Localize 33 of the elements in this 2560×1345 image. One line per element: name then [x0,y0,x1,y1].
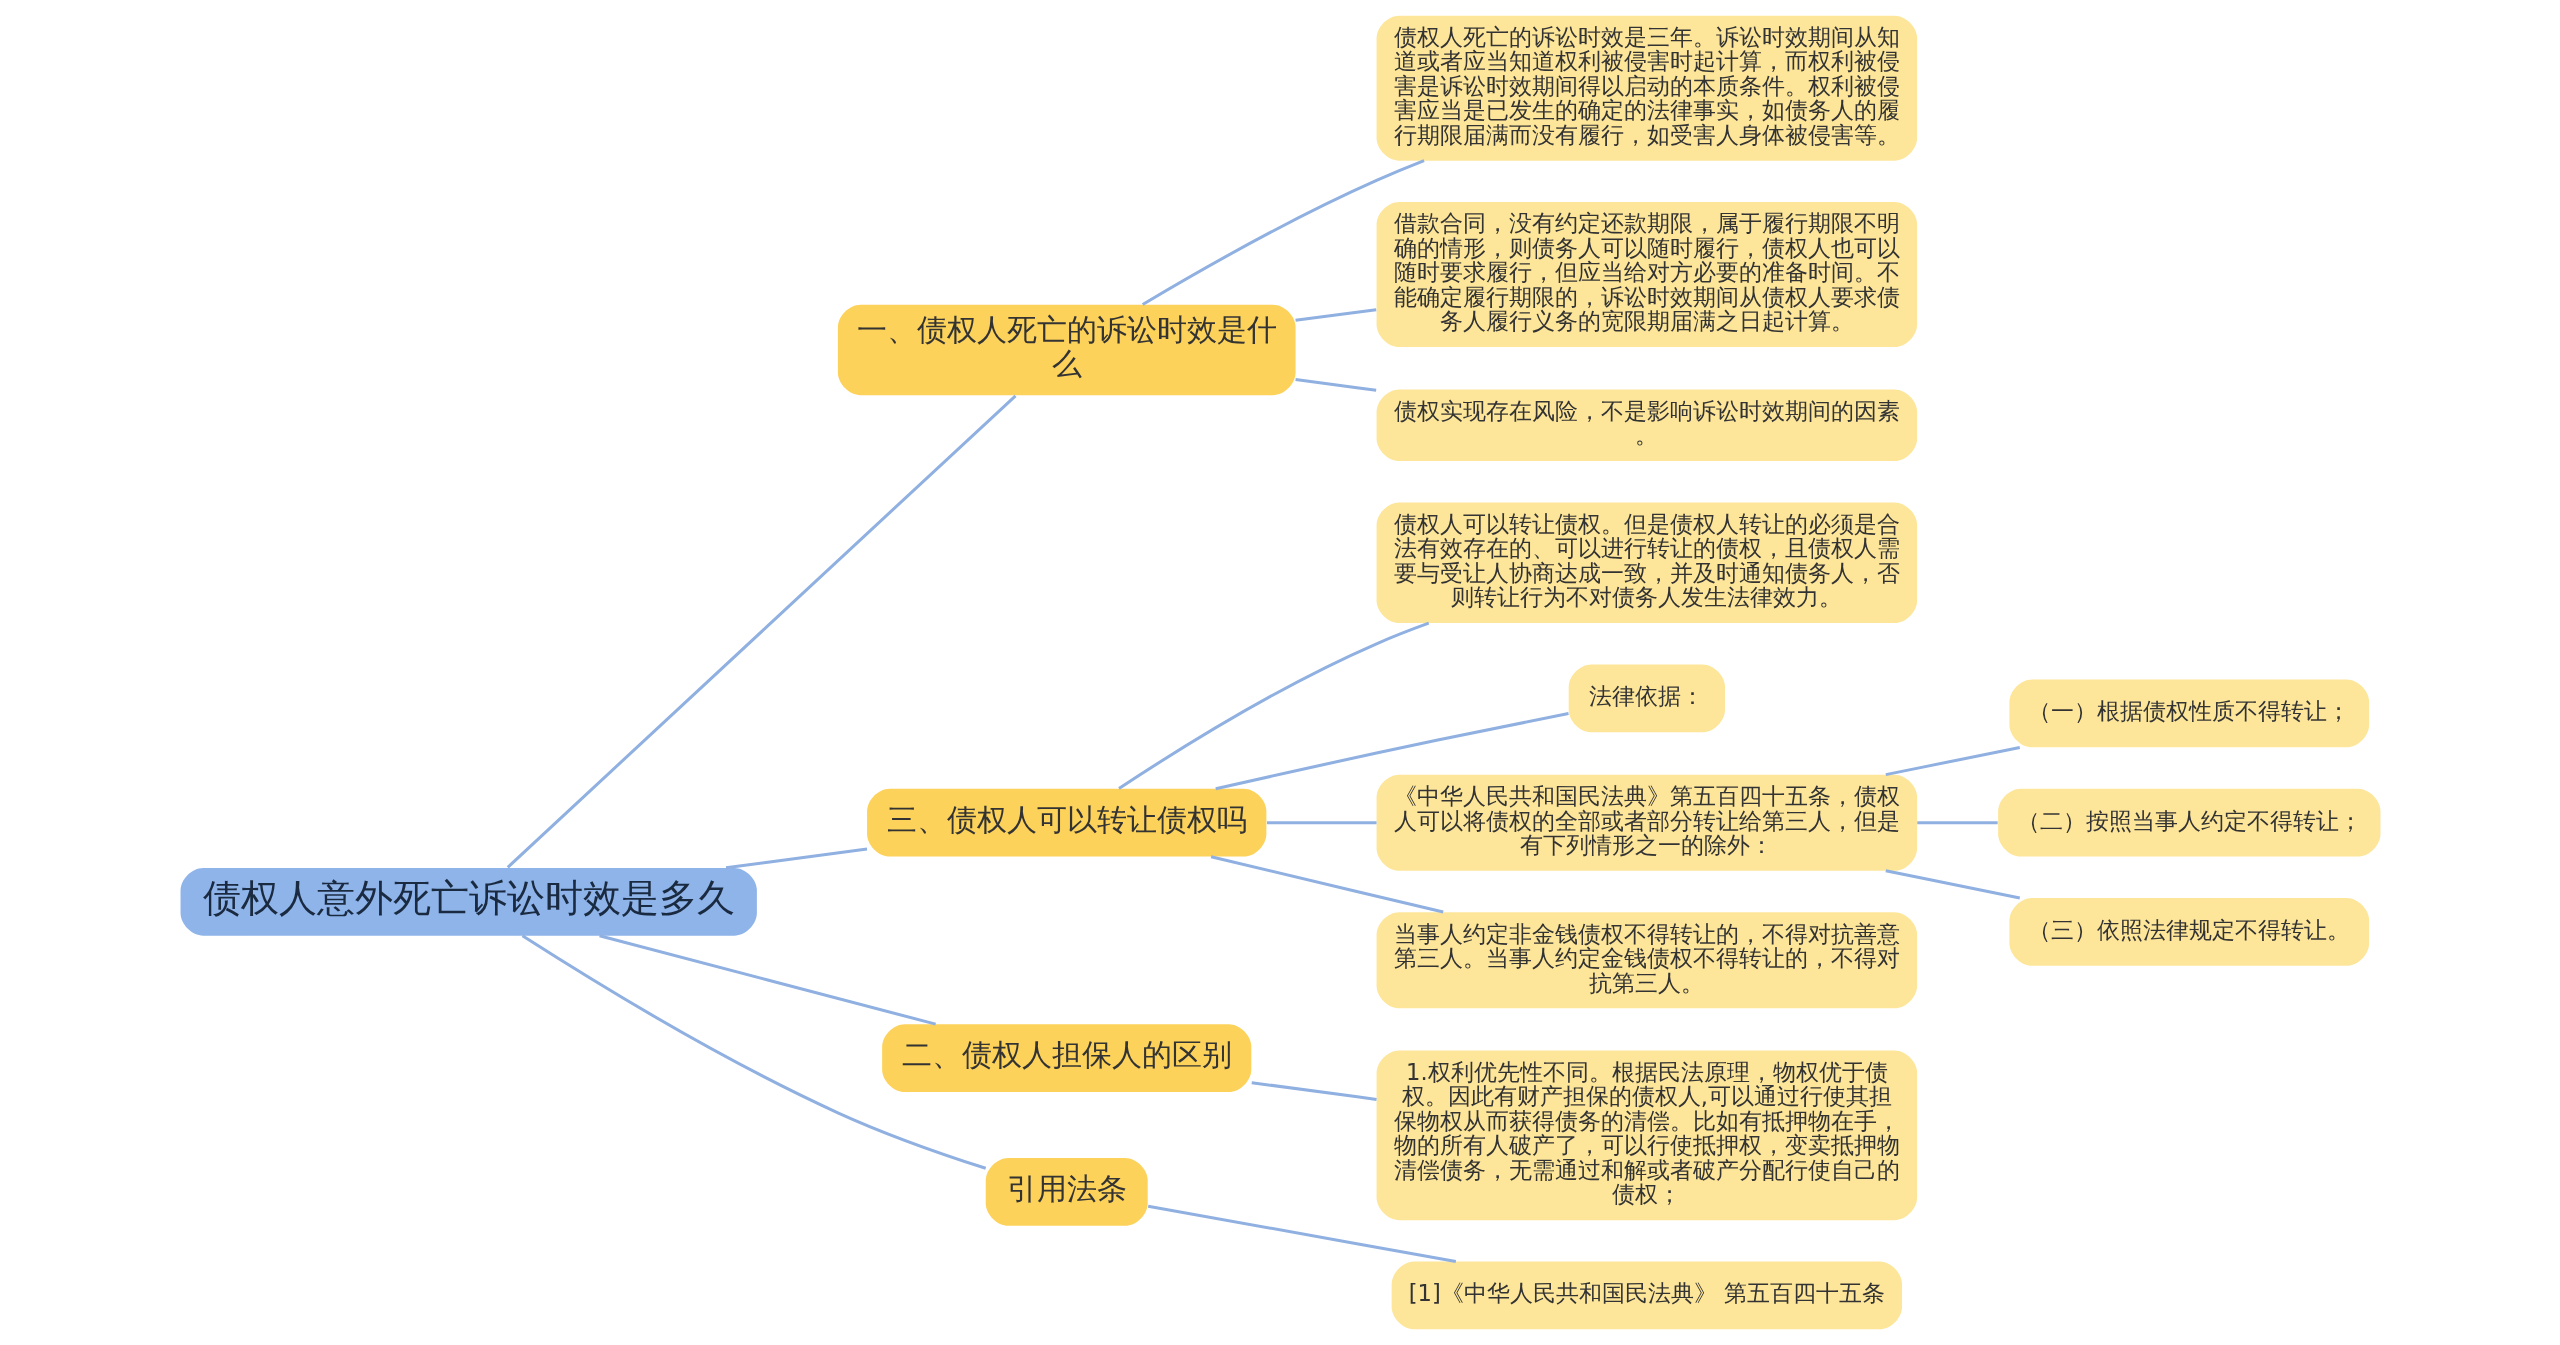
node-box: 引用法条 [985,1157,1148,1226]
node-box: （一）根据债权性质不得转让； [2008,679,2369,748]
connector [1266,821,1376,825]
connector [521,934,986,1170]
node-box: 三、债权人可以转让债权吗 [866,788,1266,857]
node-box: 债权人死亡的诉讼时效是三年。诉讼时效期间从知道或者应当知道权利被侵害时起计算，而权利被侵害是诉讼时效期间得以启动的本质条件。权利被侵害应当是已发生的确定的法律事实，如债务人的履行期限届满而没有履行，如受害人身体被侵害等。 [1376,15,1917,161]
connector [1294,308,1376,322]
node-box: [1]《中华人民共和国民法典》 第五百四十五条 [1391,1261,1902,1330]
connector [1147,1204,1456,1263]
connector [506,394,1017,869]
connector [1885,869,2020,900]
node-box: 二、债权人担保人的区别 [881,1024,1251,1093]
connector [1294,378,1376,392]
connector [725,847,867,870]
connector [1141,159,1425,306]
node-box: 借款合同，没有约定还款期限，属于履行期限不明确的情形，则债务人可以随时履行，债权人也可以随时要求履行，但应当给对方必要的准备时间。不能确定履行期限的，诉讼时效期间从债权人要求债务人履行义务的宽限期届满之日起计算。 [1376,202,1917,348]
node-box: 债权实现存在风险，不是影响诉讼时效期间的因素。 [1376,389,1917,462]
node-box: 《中华人民共和国民法典》第五百四十五条，债权人可以将债权的全部或者部分转让给第三人，但是有下列情形之一的除外： [1376,774,1917,871]
connector [598,934,936,1026]
node-box: 一、债权人死亡的诉讼时效是什么 [837,304,1296,396]
node-box: （三）依照法律规定不得转让。 [2008,898,2369,966]
connector [1210,855,1444,914]
node-box: 债权人意外死亡诉讼时效是多久 [180,867,757,936]
node-box: 1.权利优先性不同。根据民法原理，物权优于债权。因此有财产担保的债权人,可以通过行使其担保物权从而获得债务的清偿。比如有抵押物在手，物的所有人破产了，可以行使抵押权，变卖抵押物清偿债务，无需通过和解或者破产分配行使自己的债权； [1376,1050,1917,1221]
node-box: （二）按照当事人约定不得转让； [1997,788,2380,857]
node-box: 法律依据： [1568,664,1725,733]
connector [1117,621,1429,790]
connector [1885,746,2020,777]
node-box: 当事人约定非金钱债权不得转让的，不得对抗善意第三人。当事人约定金钱债权不得转让的，不得对抗第三人。 [1376,912,1917,1009]
connector [1214,712,1569,791]
connector [1916,821,1998,825]
connector [1251,1081,1377,1101]
node-box: 债权人可以转让债权。但是债权人转让的必须是合法有效存在的、可以进行转让的债权，且债权人需要与受让人协商达成一致，并及时通知债务人，否则转让行为不对债务人发生法律效力。 [1376,502,1917,624]
